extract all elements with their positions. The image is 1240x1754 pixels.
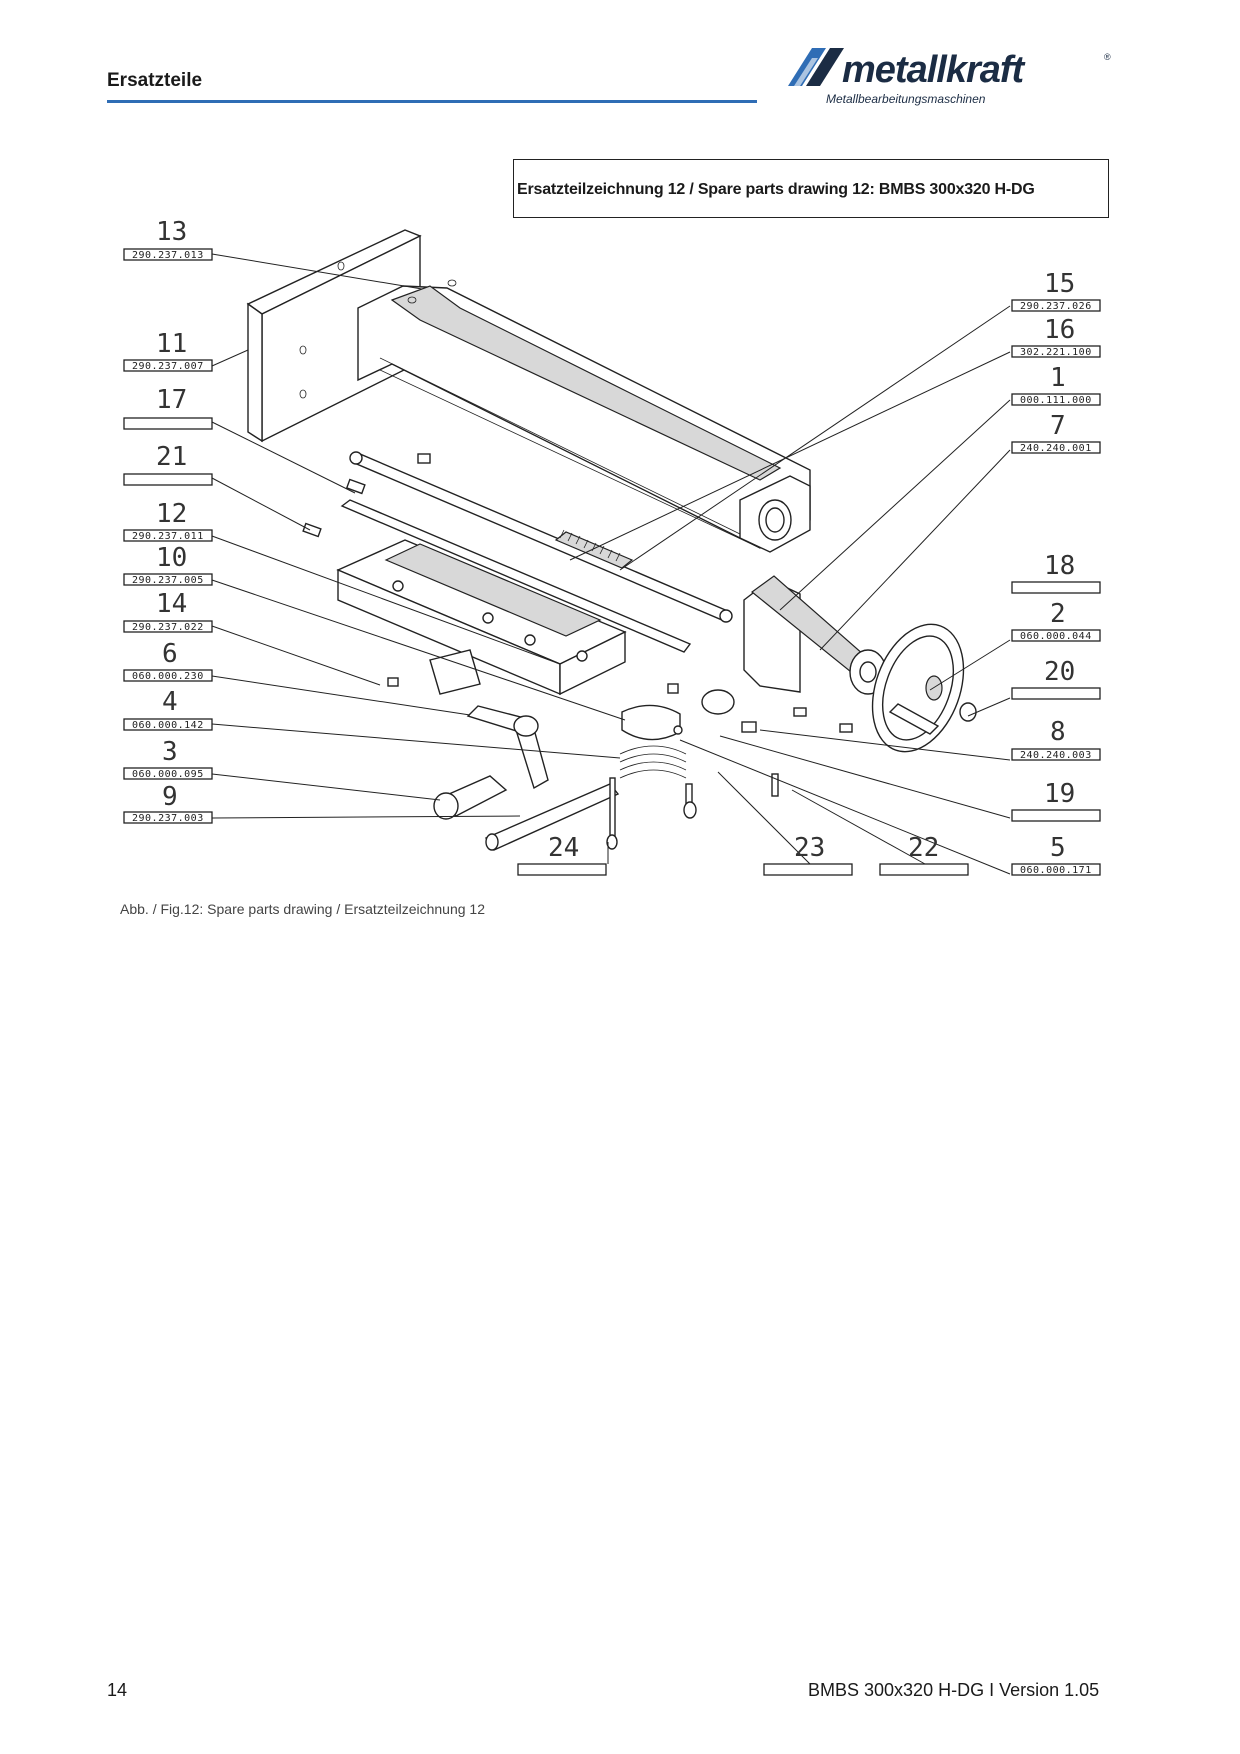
part-code: 060.000.171 [1020, 865, 1092, 876]
part-number: 17 [156, 385, 187, 415]
part-label-7: 7 240.240.001 [1011, 411, 1101, 454]
part-number: 15 [1044, 269, 1075, 299]
part-code: 060.000.044 [1020, 631, 1092, 642]
metallkraft-logo: metallkraft ® [788, 48, 1111, 91]
part-label-3: 3 060.000.095 [123, 737, 213, 780]
part-label-22: 22 [879, 833, 969, 876]
part-label-10: 10 290.237.005 [123, 543, 213, 586]
part-code: 290.237.013 [132, 250, 204, 261]
part-code: 060.000.095 [132, 769, 204, 780]
part-label-9: 9 290.237.003 [123, 782, 213, 824]
part-code: 290.237.003 [132, 813, 204, 824]
part-code: 000.111.000 [1020, 395, 1092, 406]
part-label-17: 17 [123, 385, 213, 430]
spindle-shaft [349, 451, 733, 623]
part-code: 290.237.022 [132, 622, 204, 633]
logo-mark-icon [788, 48, 844, 86]
part-label-16: 16 302.221.100 [1011, 315, 1101, 358]
part-label-18: 18 [1011, 551, 1101, 594]
leader-lines [211, 253, 1011, 875]
part-number: 4 [162, 687, 178, 717]
part-label-2: 2 060.000.044 [1011, 599, 1101, 642]
mounting-plate [246, 229, 422, 443]
part-number: 11 [156, 329, 187, 359]
part-code: 060.000.230 [132, 671, 204, 682]
part-number: 10 [156, 543, 187, 573]
part-number: 12 [156, 499, 187, 529]
part-number: 20 [1044, 657, 1075, 687]
part-code: 240.240.003 [1020, 750, 1092, 761]
guide-rail [340, 499, 692, 653]
part-label-24: 24 [517, 833, 607, 876]
page-number: 14 [107, 1680, 128, 1700]
part-label-4: 4 060.000.142 [123, 687, 213, 731]
part-number: 5 [1050, 833, 1066, 863]
crank-arm [484, 783, 620, 851]
part-number: 18 [1044, 551, 1075, 581]
part-label-5: 5 060.000.171 [1011, 833, 1101, 876]
part-number: 19 [1044, 779, 1075, 809]
part-number: 22 [908, 833, 939, 863]
part-code: 302.221.100 [1020, 347, 1092, 358]
handle-grip [433, 775, 508, 820]
part-number: 3 [162, 737, 178, 767]
part-code: 290.237.007 [132, 361, 204, 372]
part-label-19: 19 [1011, 779, 1101, 822]
part-number: 13 [156, 217, 187, 247]
part-code: 060.000.142 [132, 720, 204, 731]
logo-subtitle: Metallbearbeitungsmaschinen [826, 92, 986, 106]
part-code: 240.240.001 [1020, 443, 1092, 454]
part-code: 290.237.011 [132, 531, 204, 542]
part-number: 2 [1050, 599, 1066, 629]
part-code: 290.237.005 [132, 575, 204, 586]
part-label-23: 23 [763, 833, 853, 876]
part-label-8: 8 240.240.003 [1011, 717, 1101, 761]
logo-wordmark: metallkraft [842, 49, 1026, 91]
drawing-title-box [513, 159, 1109, 218]
clamp-lever [466, 705, 549, 790]
footer-model-version: BMBS 300x320 H-DG I Version 1.05 [808, 1680, 1100, 1700]
part-number: 14 [156, 589, 187, 619]
part-number: 21 [156, 442, 187, 472]
handwheel [871, 623, 977, 753]
part-label-1: 1 000.111.000 [1011, 363, 1101, 406]
part-number: 9 [162, 782, 178, 812]
part-number: 23 [794, 833, 825, 863]
bearing-bracket [743, 575, 887, 695]
part-label-21: 21 [123, 442, 213, 486]
part-number: 24 [548, 833, 579, 863]
part-label-14: 14 290.237.022 [123, 589, 213, 633]
part-code: 290.237.026 [1020, 301, 1092, 312]
part-number: 8 [1050, 717, 1066, 747]
exploded-view-drawing: 13 290.237.013 11 290.237.007 17 21 12 2… [123, 217, 1101, 876]
part-label-13: 13 290.237.013 [123, 217, 213, 261]
cam-and-spring [619, 689, 735, 779]
section-title: Ersatzteile [107, 70, 203, 91]
header-rule [107, 100, 757, 103]
part-label-6: 6 060.000.230 [123, 639, 213, 682]
beam-housing [357, 279, 811, 553]
part-number: 1 [1050, 363, 1066, 393]
part-label-15: 15 290.237.026 [1011, 269, 1101, 312]
part-number: 7 [1050, 411, 1066, 441]
figure-caption: Abb. / Fig.12: Spare parts drawing / Ers… [120, 901, 485, 917]
part-label-11: 11 290.237.007 [123, 329, 213, 372]
part-label-12: 12 290.237.011 [123, 499, 213, 542]
part-label-20: 20 [1011, 657, 1101, 700]
logo-registered-mark: ® [1104, 52, 1111, 62]
part-number: 16 [1044, 315, 1075, 345]
part-number: 6 [162, 639, 178, 669]
small-hardware [302, 453, 853, 850]
drawing-title: Ersatzteilzeichnung 12 / Spare parts dra… [517, 181, 1035, 198]
slide-block [336, 539, 627, 696]
